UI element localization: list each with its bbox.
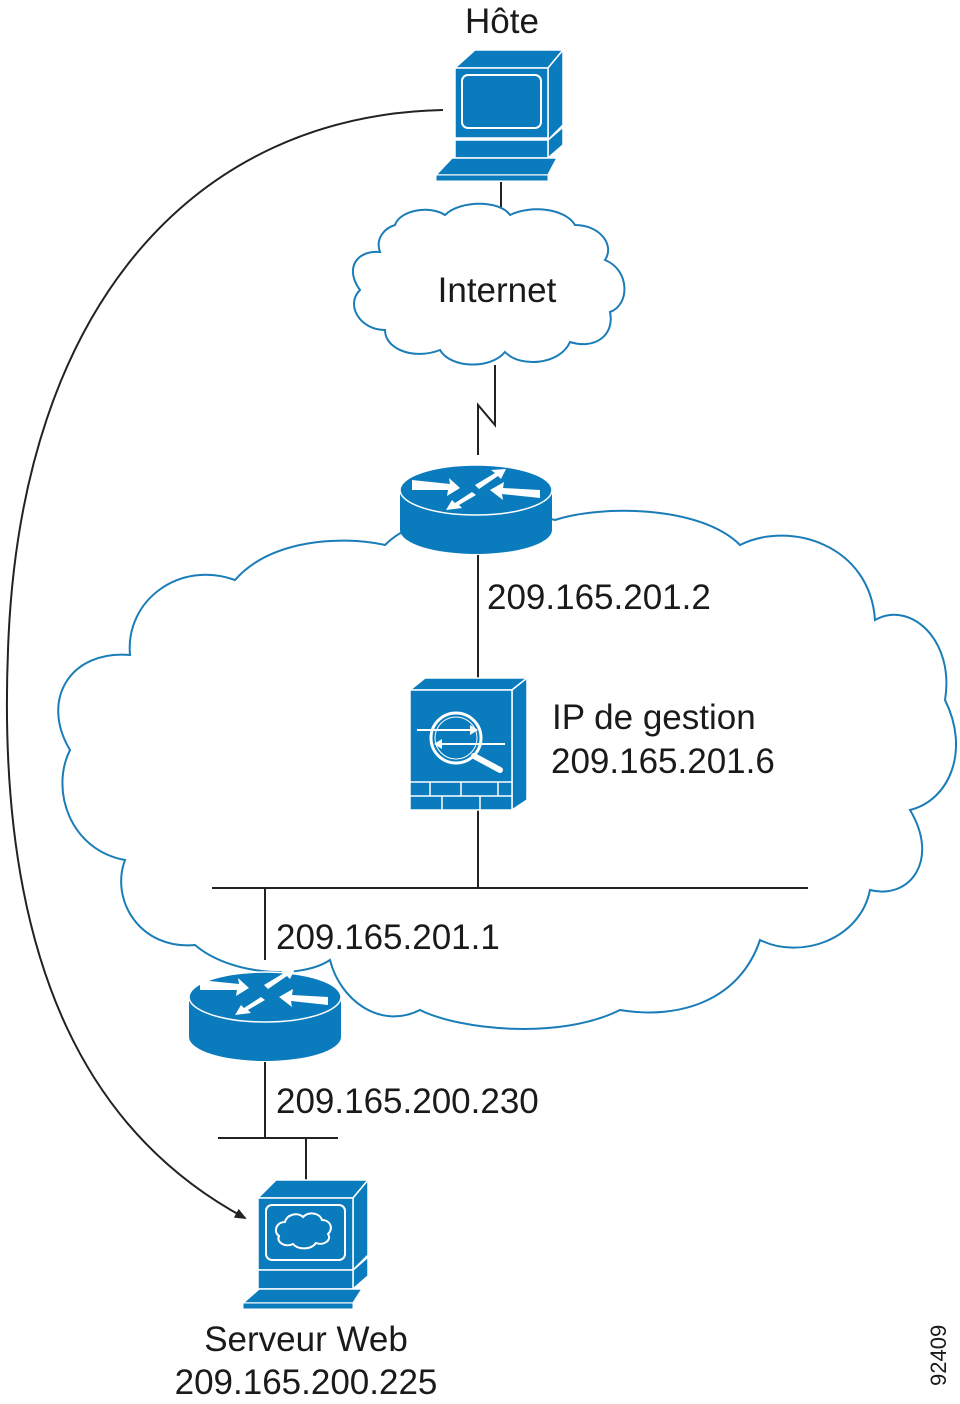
inside-router-ip-top: 209.165.201.1 (276, 918, 500, 957)
router-icon (399, 464, 553, 554)
internet-cloud-icon (351, 202, 626, 366)
outside-router-ip: 209.165.201.2 (487, 578, 711, 617)
firewall-icon (407, 676, 530, 812)
management-ip: 209.165.201.6 (551, 742, 775, 781)
internet-label: Internet (437, 271, 557, 310)
workstation-icon (434, 47, 565, 182)
management-ip-label: IP de gestion (552, 698, 756, 737)
traffic-flow-arrow (6, 109, 444, 1219)
figure-number: 92409 (926, 1324, 951, 1386)
inside-router-ip-bottom: 209.165.200.230 (276, 1082, 539, 1121)
web-server-ip: 209.165.200.225 (174, 1363, 438, 1402)
web-server-label: Serveur Web (204, 1320, 408, 1359)
web-server-icon (241, 1177, 370, 1310)
host-label: Hôte (465, 2, 539, 41)
router-icon (188, 969, 342, 1061)
serial-link (477, 365, 496, 455)
network-cloud (57, 509, 958, 1030)
